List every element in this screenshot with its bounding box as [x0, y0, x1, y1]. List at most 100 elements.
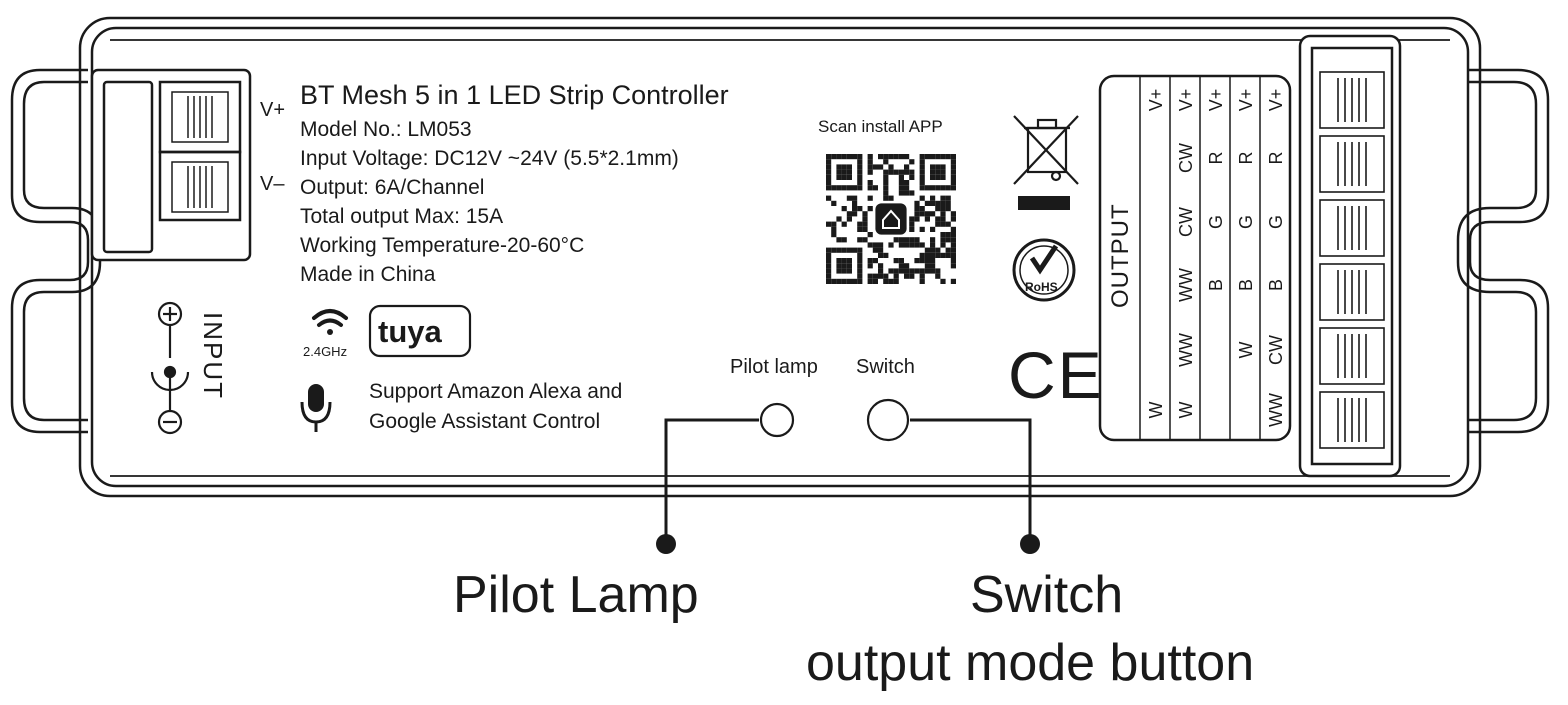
- qr-module: [867, 164, 873, 170]
- pilot-lamp-leader: [656, 418, 759, 554]
- qr-module: [940, 232, 946, 238]
- qr-module: [893, 273, 899, 279]
- qr-module: [940, 221, 946, 227]
- output-terminal-slot: [1319, 263, 1385, 321]
- qr-module: [872, 242, 878, 248]
- qr-module: [878, 273, 884, 279]
- qr-module: [836, 174, 842, 180]
- qr-module: [862, 226, 868, 232]
- qr-module: [867, 258, 873, 264]
- qr-module: [841, 221, 847, 227]
- output-table: OUTPUT WV+WWWWWCWCWV+BGRV+WBGRV+WWCWBGRV…: [1107, 76, 1286, 440]
- qr-module: [867, 159, 873, 165]
- output-table-cell: W: [1236, 342, 1256, 359]
- pilot-lamp-indicator: [759, 402, 795, 438]
- qr-module: [904, 242, 910, 248]
- qr-module: [945, 221, 951, 227]
- output-table-cell: V+: [1206, 89, 1226, 112]
- qr-module: [826, 221, 832, 227]
- qr-module: [846, 268, 852, 274]
- qr-module: [883, 154, 889, 160]
- qr-module: [841, 169, 847, 175]
- input-label: INPUT: [198, 312, 228, 400]
- qr-module: [914, 206, 920, 212]
- qr-module: [940, 242, 946, 248]
- qr-module: [924, 185, 930, 191]
- qr-module: [919, 206, 925, 212]
- qr-module: [898, 169, 904, 175]
- qr-module: [919, 242, 925, 248]
- qr-module: [836, 268, 842, 274]
- qr-module: [831, 226, 837, 232]
- qr-module: [919, 174, 925, 180]
- qr-module: [826, 278, 832, 284]
- qr-module: [826, 268, 832, 274]
- qr-module: [950, 174, 956, 180]
- qr-module: [935, 164, 941, 170]
- qr-module: [935, 169, 941, 175]
- qr-module: [883, 180, 889, 186]
- qr-module: [909, 221, 915, 227]
- output-table-cell: G: [1266, 215, 1286, 229]
- qr-module: [836, 258, 842, 264]
- qr-module: [841, 278, 847, 284]
- output-rating: Output: 6A/Channel: [300, 176, 484, 199]
- qr-module: [888, 164, 894, 170]
- qr-module: [836, 164, 842, 170]
- qr-module: [940, 252, 946, 258]
- qr-module: [826, 164, 832, 170]
- qr-module: [867, 242, 873, 248]
- qr-module: [831, 232, 837, 238]
- output-table-cell: B: [1236, 279, 1256, 291]
- qr-module: [888, 154, 894, 160]
- qr-module: [878, 242, 884, 248]
- qr-module: [852, 247, 858, 253]
- qr-module: [836, 237, 842, 243]
- qr-module: [867, 273, 873, 279]
- qr-module: [945, 252, 951, 258]
- qr-module: [826, 154, 832, 160]
- qr-module: [857, 252, 863, 258]
- qr-module: [935, 206, 941, 212]
- qr-module: [826, 247, 832, 253]
- qr-module: [883, 174, 889, 180]
- qr-module: [836, 247, 842, 253]
- qr-module: [872, 273, 878, 279]
- qr-module: [857, 237, 863, 243]
- qr-module: [930, 154, 936, 160]
- ce-mark: CE: [1008, 338, 1104, 412]
- qr-module: [857, 164, 863, 170]
- qr-module: [857, 159, 863, 165]
- qr-module: [883, 273, 889, 279]
- qr-module: [846, 216, 852, 222]
- qr-module: [945, 237, 951, 243]
- qr-module: [945, 206, 951, 212]
- output-table-cell: G: [1206, 215, 1226, 229]
- qr-module: [950, 242, 956, 248]
- qr-module: [831, 247, 837, 253]
- product-title: BT Mesh 5 in 1 LED Strip Controller: [300, 80, 729, 110]
- qr-module: [826, 159, 832, 165]
- qr-module: [945, 232, 951, 238]
- qr-app-logo: [875, 203, 907, 235]
- qr-module: [940, 154, 946, 160]
- qr-module: [867, 206, 873, 212]
- output-table-cell: WW: [1176, 333, 1196, 367]
- qr-module: [826, 180, 832, 186]
- qr-module: [909, 237, 915, 243]
- qr-module: [909, 190, 915, 196]
- qr-module: [841, 185, 847, 191]
- qr-module: [852, 154, 858, 160]
- qr-module: [857, 226, 863, 232]
- qr-module: [841, 263, 847, 269]
- mode-switch-button[interactable]: [866, 398, 910, 442]
- qr-module: [898, 268, 904, 274]
- qr-module: [846, 185, 852, 191]
- output-table-cell: R: [1266, 152, 1286, 165]
- qr-module: [914, 268, 920, 274]
- model-number: Model No.: LM053: [300, 118, 472, 141]
- qr-module: [924, 247, 930, 253]
- qr-module: [930, 263, 936, 269]
- qr-module: [930, 200, 936, 206]
- qr-module: [935, 273, 941, 279]
